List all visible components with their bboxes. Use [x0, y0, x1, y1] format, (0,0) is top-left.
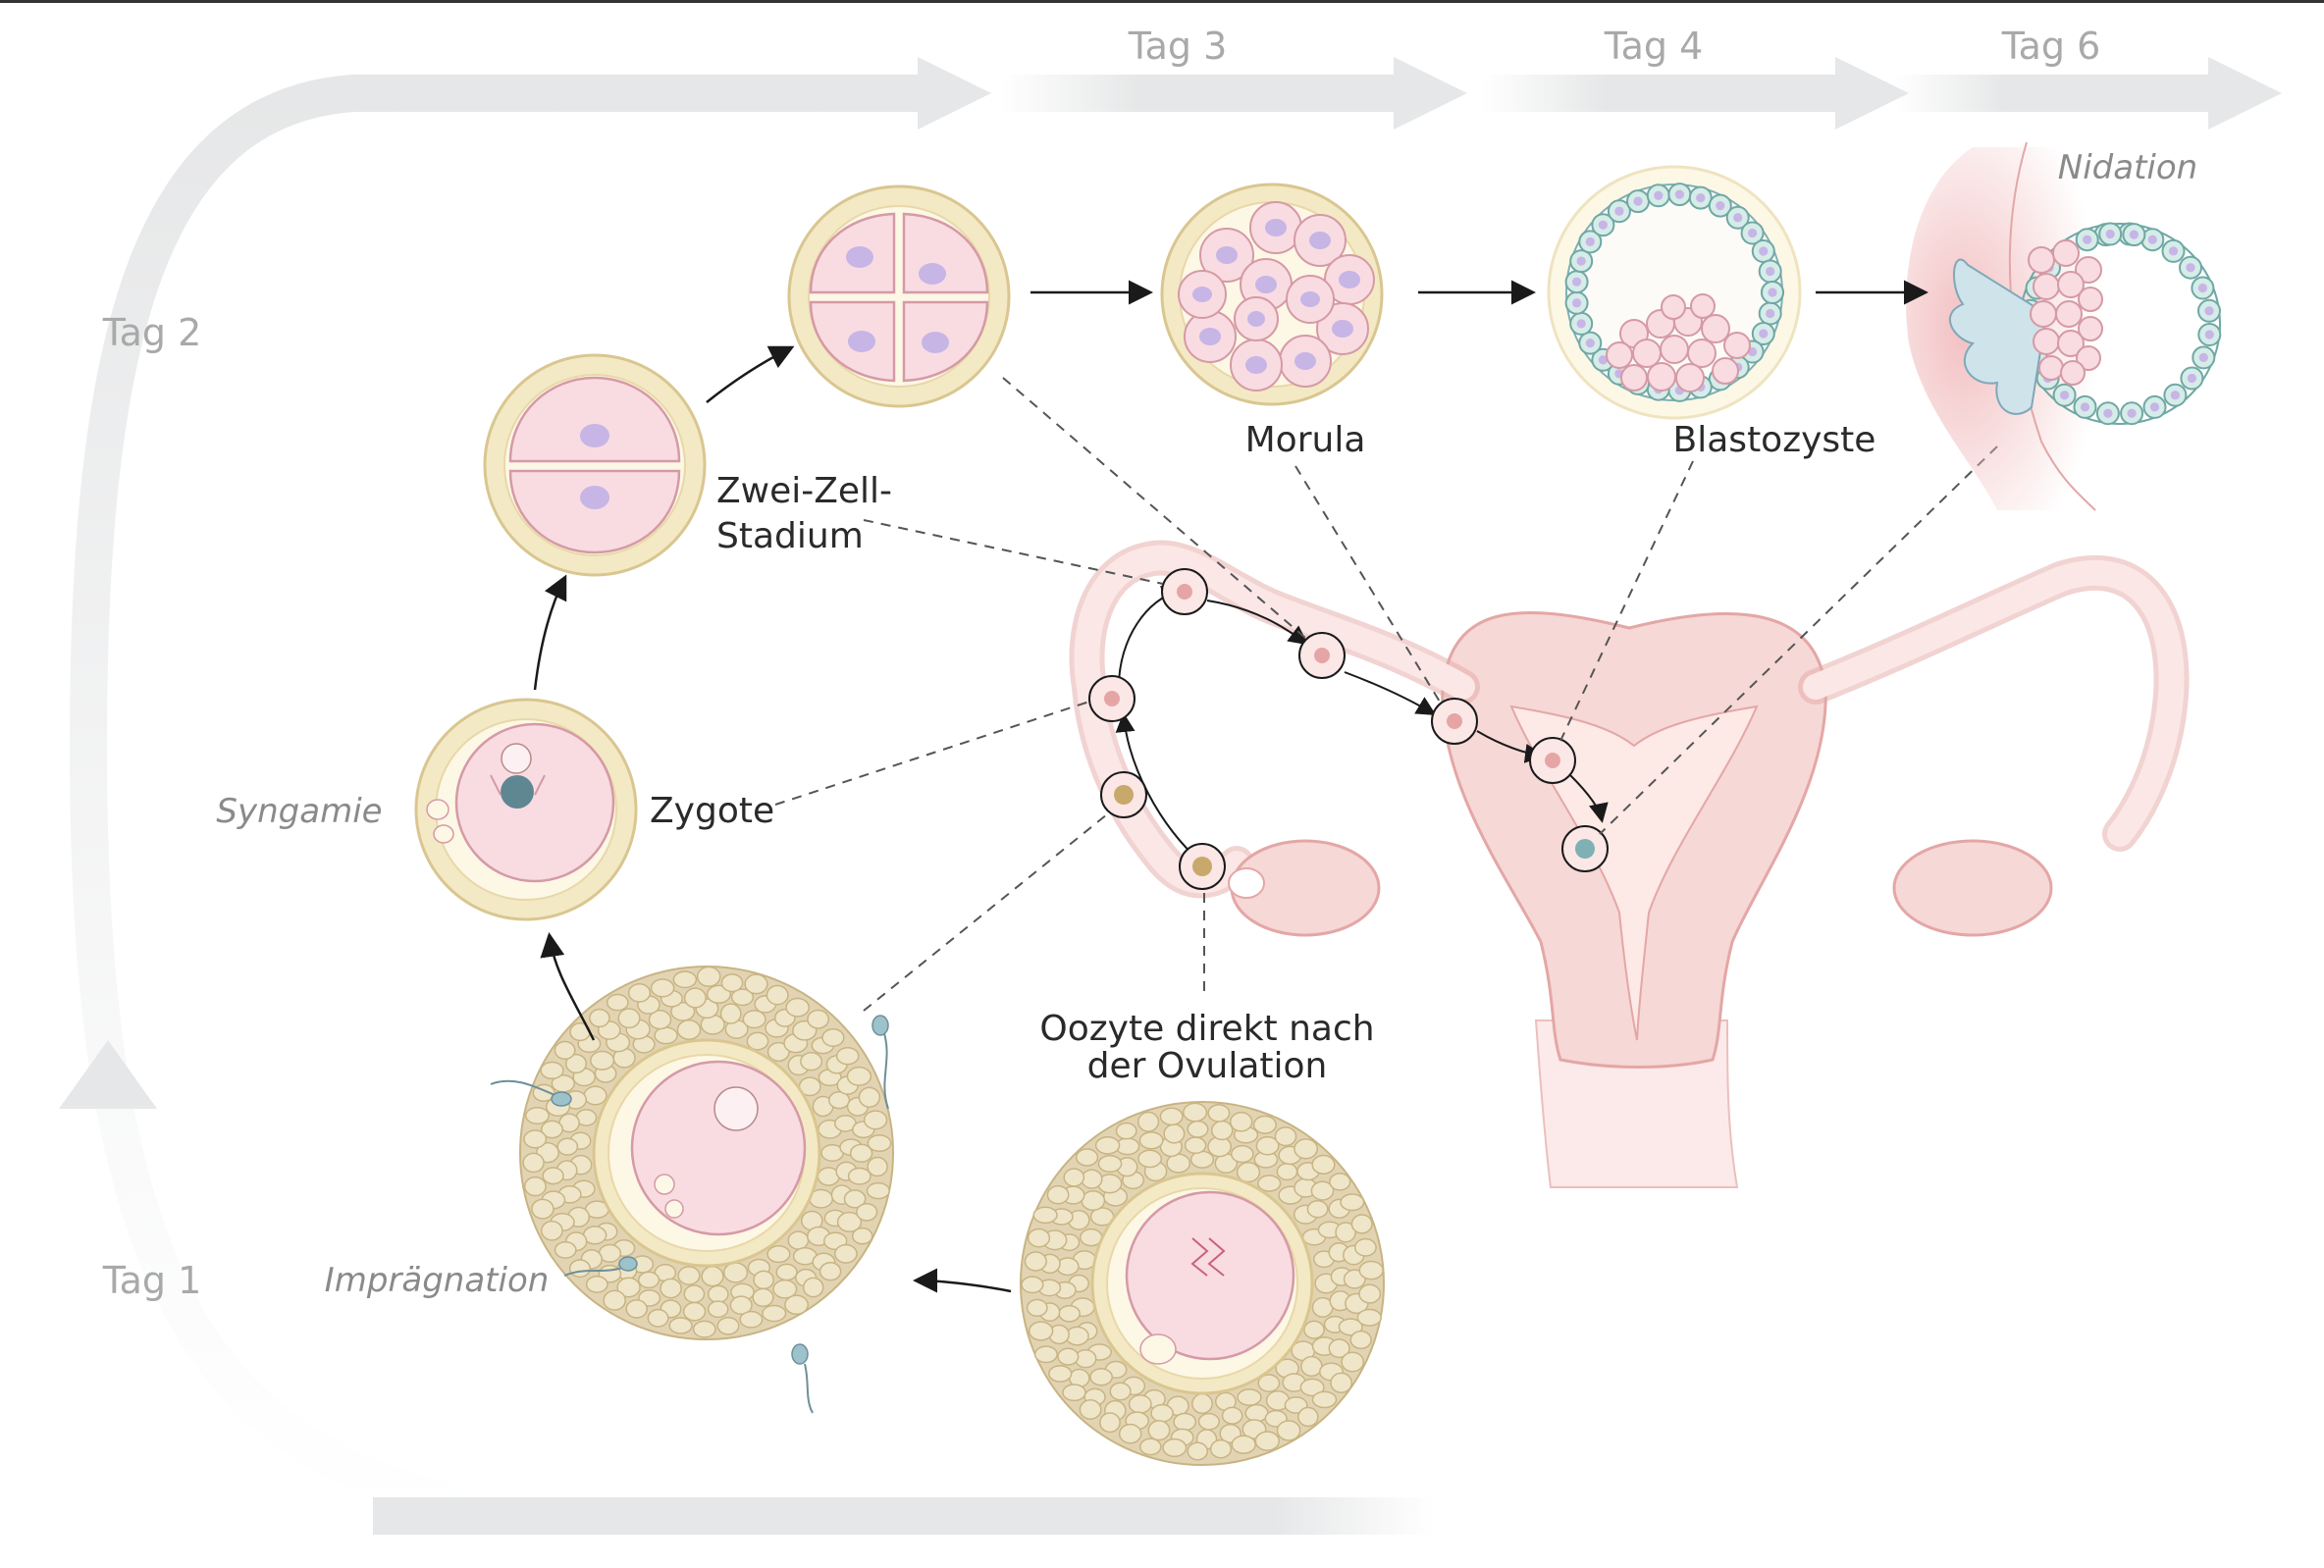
label-oozyte-2: der Ovulation — [1087, 1046, 1328, 1086]
day-label-tag6: Tag 6 — [2001, 25, 2101, 68]
left-ovary-follicle — [1228, 867, 1265, 899]
day-label-tag3: Tag 3 — [1128, 25, 1228, 68]
tube-markers — [1088, 568, 1609, 890]
left-fallopian-tube-inner — [1074, 545, 1475, 894]
label-oozyte-1: Oozyte direkt nach — [1039, 1009, 1374, 1049]
uterine-cavity — [1509, 705, 1759, 1041]
arrow-two-cell-to-four-cell — [706, 345, 795, 403]
flow-arrowhead-up — [59, 1040, 157, 1109]
label-zwei-zell-2: Stadium — [716, 516, 864, 556]
flow-seg-tag3 — [1001, 75, 1394, 112]
uterus-illustration — [1069, 540, 2190, 1188]
label-nidation: Nidation — [2058, 148, 2197, 187]
flow-seg-tag6-head — [2208, 57, 2282, 130]
flow-seg-tag4 — [1482, 75, 1835, 112]
arrow-impregnation-to-zygote — [540, 932, 596, 1041]
day-flow-arrows — [59, 57, 2282, 1535]
oocyte-illustration — [1020, 1101, 1385, 1466]
day-label-tag2: Tag 2 — [102, 311, 202, 354]
flow-arrowhead-top-left — [918, 57, 991, 130]
label-impraegnation: Imprägnation — [325, 1261, 550, 1300]
zygote-illustration — [414, 698, 638, 921]
arrow-zygote-to-two-cell — [533, 574, 567, 691]
four-cell-illustration — [787, 184, 1011, 408]
label-morula: Morula — [1245, 420, 1366, 460]
label-zygote: Zygote — [650, 791, 774, 831]
day-label-tag1: Tag 1 — [102, 1259, 202, 1302]
morula-illustration — [1160, 183, 1384, 406]
leader-lines — [774, 377, 1998, 1012]
flow-seg-tag6 — [1894, 75, 2208, 112]
impregnation-illustration — [490, 966, 894, 1414]
stage-arrows — [533, 280, 1928, 1293]
label-zwei-zell-1: Zwei-Zell- — [716, 471, 892, 511]
two-cell-illustration — [483, 353, 707, 577]
arrow-oocyte-to-impregnation — [913, 1268, 1012, 1293]
right-ovary — [1892, 839, 2053, 937]
blastocyst-illustration — [1547, 165, 1802, 420]
flow-seg-tag4-head — [1835, 57, 1909, 130]
label-syngamie: Syngamie — [216, 792, 382, 831]
flow-arc — [69, 75, 1433, 1535]
flow-seg-tag3-head — [1394, 57, 1467, 130]
label-blastozyste: Blastozyste — [1673, 420, 1876, 460]
flow-bottom-band — [373, 1497, 1433, 1535]
right-fallopian-tube-inner — [1803, 559, 2185, 847]
nidation-illustration — [1906, 141, 2222, 511]
day-label-tag4: Tag 4 — [1604, 25, 1704, 68]
